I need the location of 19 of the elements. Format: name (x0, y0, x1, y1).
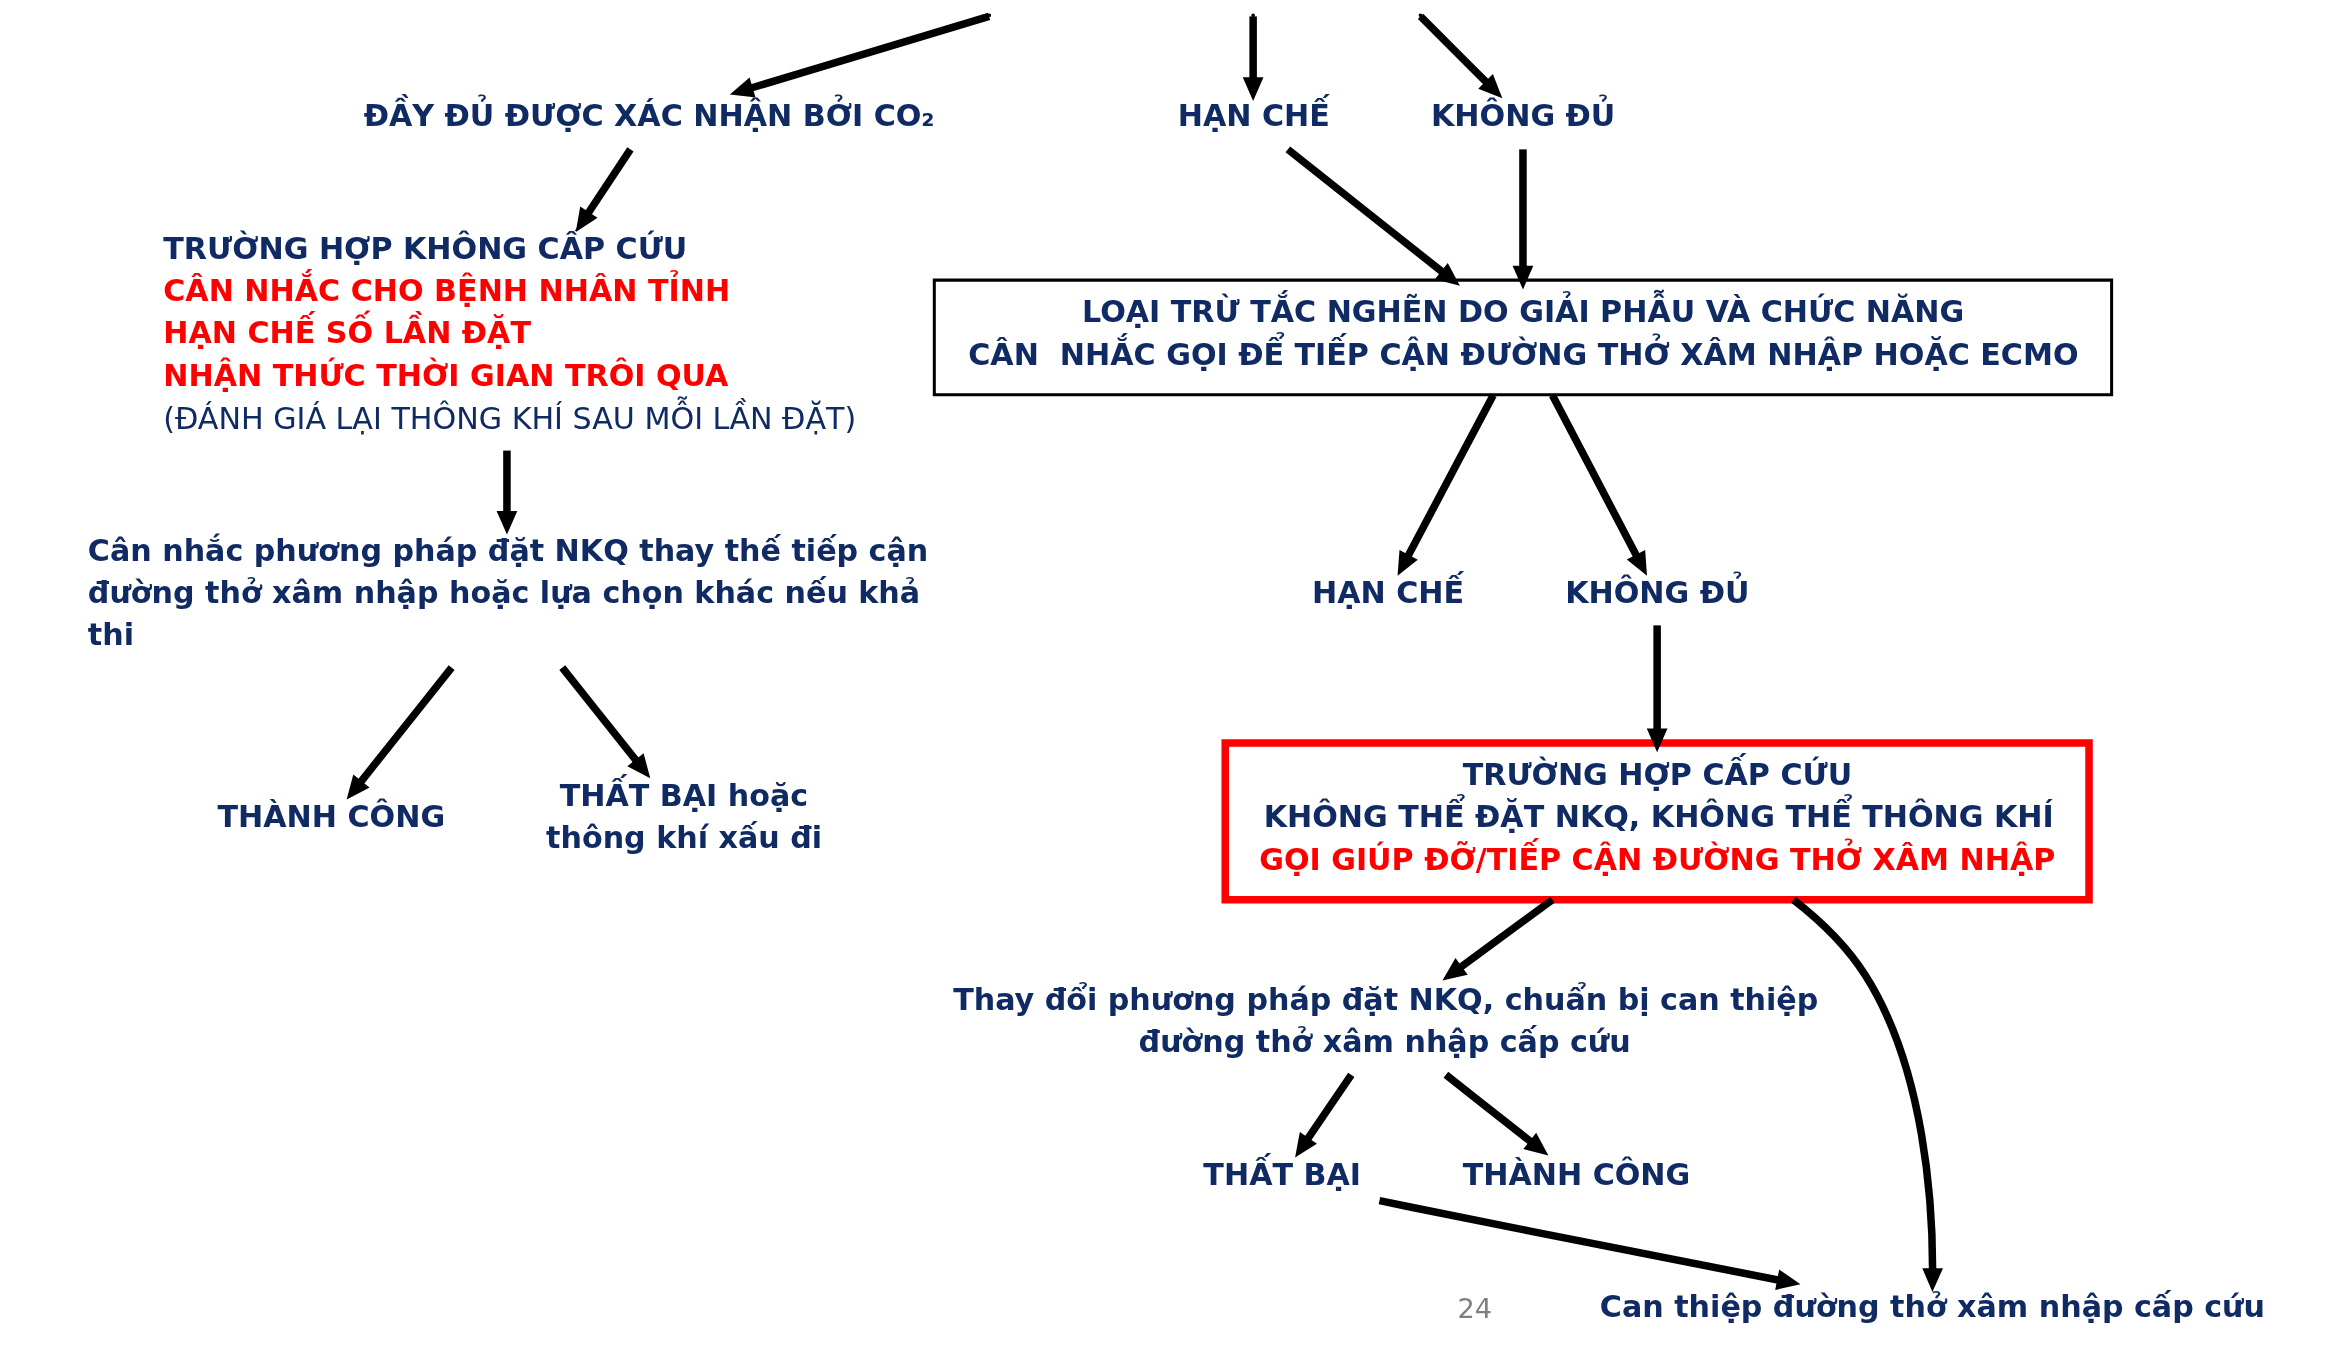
label: 24 (1457, 1292, 1492, 1324)
arrow (559, 665, 651, 779)
arrow (346, 665, 455, 800)
node-text: Can thiệp đường thở xâm nhập cấp cứu (1599, 1289, 2266, 1325)
node-box: TRƯỜNG HỢP CẤP CỨU KHÔNG THỂ ĐẶT NKQ, KHÔNG THỂ THÔNG KHÍ GỌI GIÚP ĐỠ/TIẾP CẬN ĐƯỜNG THỞ XÂM NHẬP (1221, 739, 2093, 904)
arrow (1295, 1072, 1355, 1158)
arrow (1397, 393, 1497, 576)
arrow (1285, 146, 1460, 286)
node-text: Cân nhắc phương pháp đặt NKQ thay thế tiếp cận đường thở xâm nhập hoặc lựa chọn khác nếu khả thi (87, 532, 929, 652)
arrow (1443, 1071, 1549, 1156)
arrow (1549, 393, 1647, 576)
arrow (575, 147, 634, 232)
node-text: Thay đổi phương pháp đặt NKQ, chuẩn bị can thiệp đường thở xâm nhập cấp cứu (953, 981, 1819, 1059)
node-text: THÀNH CÔNG (1462, 1156, 1691, 1192)
arrow (1378, 1196, 1801, 1290)
node-box: LOẠI TRỪ TẮC NGHẼN DO GIẢI PHẪU VÀ CHỨC NĂNG CÂN NHẮC GỌI ĐỂ TIẾP CẬN ĐƯỜNG THỞ XÂM NHẬP HOẶC ECMO (932, 278, 2114, 397)
arrow (1791, 896, 1944, 1292)
node-text: THÀNH CÔNG (217, 799, 446, 835)
arrow (1442, 896, 1555, 981)
